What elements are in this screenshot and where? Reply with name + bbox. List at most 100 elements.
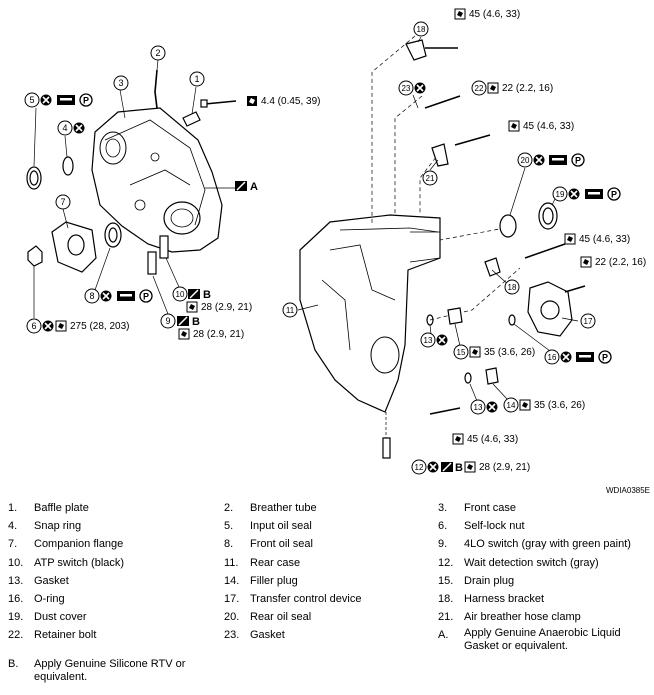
svg-text:10: 10: [176, 290, 185, 299]
callout-8: 8: [84, 288, 100, 304]
drain-plug: [447, 307, 463, 325]
legend-number: 10.: [8, 556, 24, 569]
legend-number: 1.: [8, 502, 18, 514]
sealant-icon: [440, 461, 454, 473]
torque-labels: 4.4 (0.45, 39) A 275 (28, 203) B 28 (2.9…: [39, 8, 646, 474]
legend-number: 21.: [438, 611, 454, 624]
replace-icon: [485, 400, 499, 414]
torque-icon: [519, 399, 531, 411]
legend-item: 12.Wait detection switch (gray): [438, 555, 648, 571]
legend-text: Apply Genuine Silicone RTV or equivalent…: [34, 658, 186, 683]
o-ring: [508, 314, 516, 326]
callout-13a: 13: [420, 332, 436, 348]
legend-text: Drain plug: [464, 574, 515, 587]
callout-1: 1: [189, 71, 205, 87]
legend-item: 14.Filler plug: [224, 573, 434, 589]
legend-text: Harness bracket: [464, 593, 545, 605]
exploded-view-diagram: P: [24, 8, 646, 475]
legend-text: 4LO switch (gray with green paint): [464, 538, 631, 551]
legend-item: 1.Baffle plate: [8, 500, 218, 516]
svg-text:11: 11: [286, 306, 295, 315]
legend-text: Self-lock nut: [464, 520, 525, 533]
torque-icon: [247, 96, 257, 106]
grease-icon: [57, 95, 75, 105]
legend-item: 13.Gasket: [8, 573, 218, 589]
dust-cover: [538, 202, 558, 230]
air-breather-hose-clamp: [431, 143, 449, 167]
replace-icon: [559, 350, 573, 364]
callout-18-top: 18: [413, 21, 429, 37]
callout-11: 11: [282, 302, 298, 318]
callout-19: 19: [552, 186, 568, 202]
legend-item: 23. Gasket: [224, 627, 434, 643]
legend-number: 20.: [224, 611, 240, 624]
torque-icon: [452, 433, 464, 445]
legend-number: 11.: [224, 556, 239, 569]
callout-5: 5: [24, 92, 40, 108]
note-b-marker: B: [455, 462, 463, 474]
svg-text:8: 8: [89, 291, 94, 301]
front-oil-seal: [104, 222, 122, 248]
legend-text: Apply Genuine Anaerobic Liquid Gasket or…: [464, 627, 621, 653]
replace-icon: [413, 81, 427, 95]
legend-number: 15.: [438, 574, 454, 587]
legend-text: Transfer control device: [250, 593, 362, 605]
svg-text:13: 13: [474, 403, 483, 412]
torque-value: 45 (4.6, 33): [469, 9, 520, 20]
legend-text: Rear case: [250, 556, 301, 569]
self-lock-nut: [27, 245, 43, 267]
legend-number: 23.: [224, 629, 240, 642]
legend-text: Companion flange: [34, 538, 124, 551]
torque-value: 45 (4.6, 33): [579, 234, 630, 245]
legend-text: O-ring: [34, 593, 65, 605]
petroleum-jelly-icon: [79, 93, 93, 107]
grease-icon: [585, 189, 603, 199]
breather-tube: [154, 69, 158, 109]
note-b-marker: B: [192, 316, 200, 328]
callout-4: 4: [57, 120, 73, 136]
torque-value: 28 (2.9, 21): [479, 462, 530, 473]
callout-9: 9: [160, 313, 176, 329]
callout-21: 21: [422, 170, 438, 186]
legend-number: 7.: [8, 538, 18, 551]
svg-text:4: 4: [62, 123, 67, 133]
legend-item: 6.Self-lock nut: [438, 518, 648, 534]
replace-icon: [39, 93, 53, 107]
svg-text:13: 13: [424, 336, 433, 345]
torque-icon: [469, 346, 481, 358]
torque-value: 28 (2.9, 21): [193, 329, 244, 340]
atp-switch: [159, 235, 169, 259]
4lo-switch: [147, 251, 157, 275]
svg-text:6: 6: [31, 321, 36, 331]
legend-number: 8.: [224, 538, 234, 551]
companion-flange: [51, 221, 97, 273]
legend-text: Gasket: [250, 629, 285, 642]
svg-text:14: 14: [507, 401, 516, 410]
svg-text:21: 21: [426, 174, 435, 183]
legend-text: Gasket: [34, 574, 69, 587]
svg-text:18: 18: [508, 283, 517, 292]
torque-value: 35 (3.6, 26): [534, 400, 585, 411]
svg-text:16: 16: [548, 353, 557, 362]
legend-text: Air breather hose clamp: [464, 611, 581, 624]
torque-value: 45 (4.6, 33): [523, 121, 574, 132]
torque-value: 45 (4.6, 33): [467, 434, 518, 445]
legend-number: 2.: [224, 502, 234, 514]
harness-bracket: [405, 39, 427, 61]
legend-item: 8.Front oil seal: [224, 536, 434, 552]
grease-icon: [549, 155, 567, 165]
legend-number: 5.: [224, 520, 234, 533]
front-case: [91, 107, 223, 253]
legend-number: 4.: [8, 520, 18, 533]
torque-value: 22 (2.2, 16): [595, 257, 646, 268]
callout-13b: 13: [470, 399, 486, 415]
svg-text:22: 22: [475, 84, 484, 93]
svg-text:1: 1: [194, 74, 199, 84]
legend-number: 22.: [8, 629, 24, 642]
legend-item: 11. Rear case: [224, 555, 434, 571]
legend-text: Snap ring: [34, 520, 82, 533]
sealant-icon: [176, 315, 190, 327]
legend-number: B.: [8, 658, 19, 670]
callout-22: 22: [471, 80, 487, 96]
svg-text:12: 12: [415, 463, 424, 472]
